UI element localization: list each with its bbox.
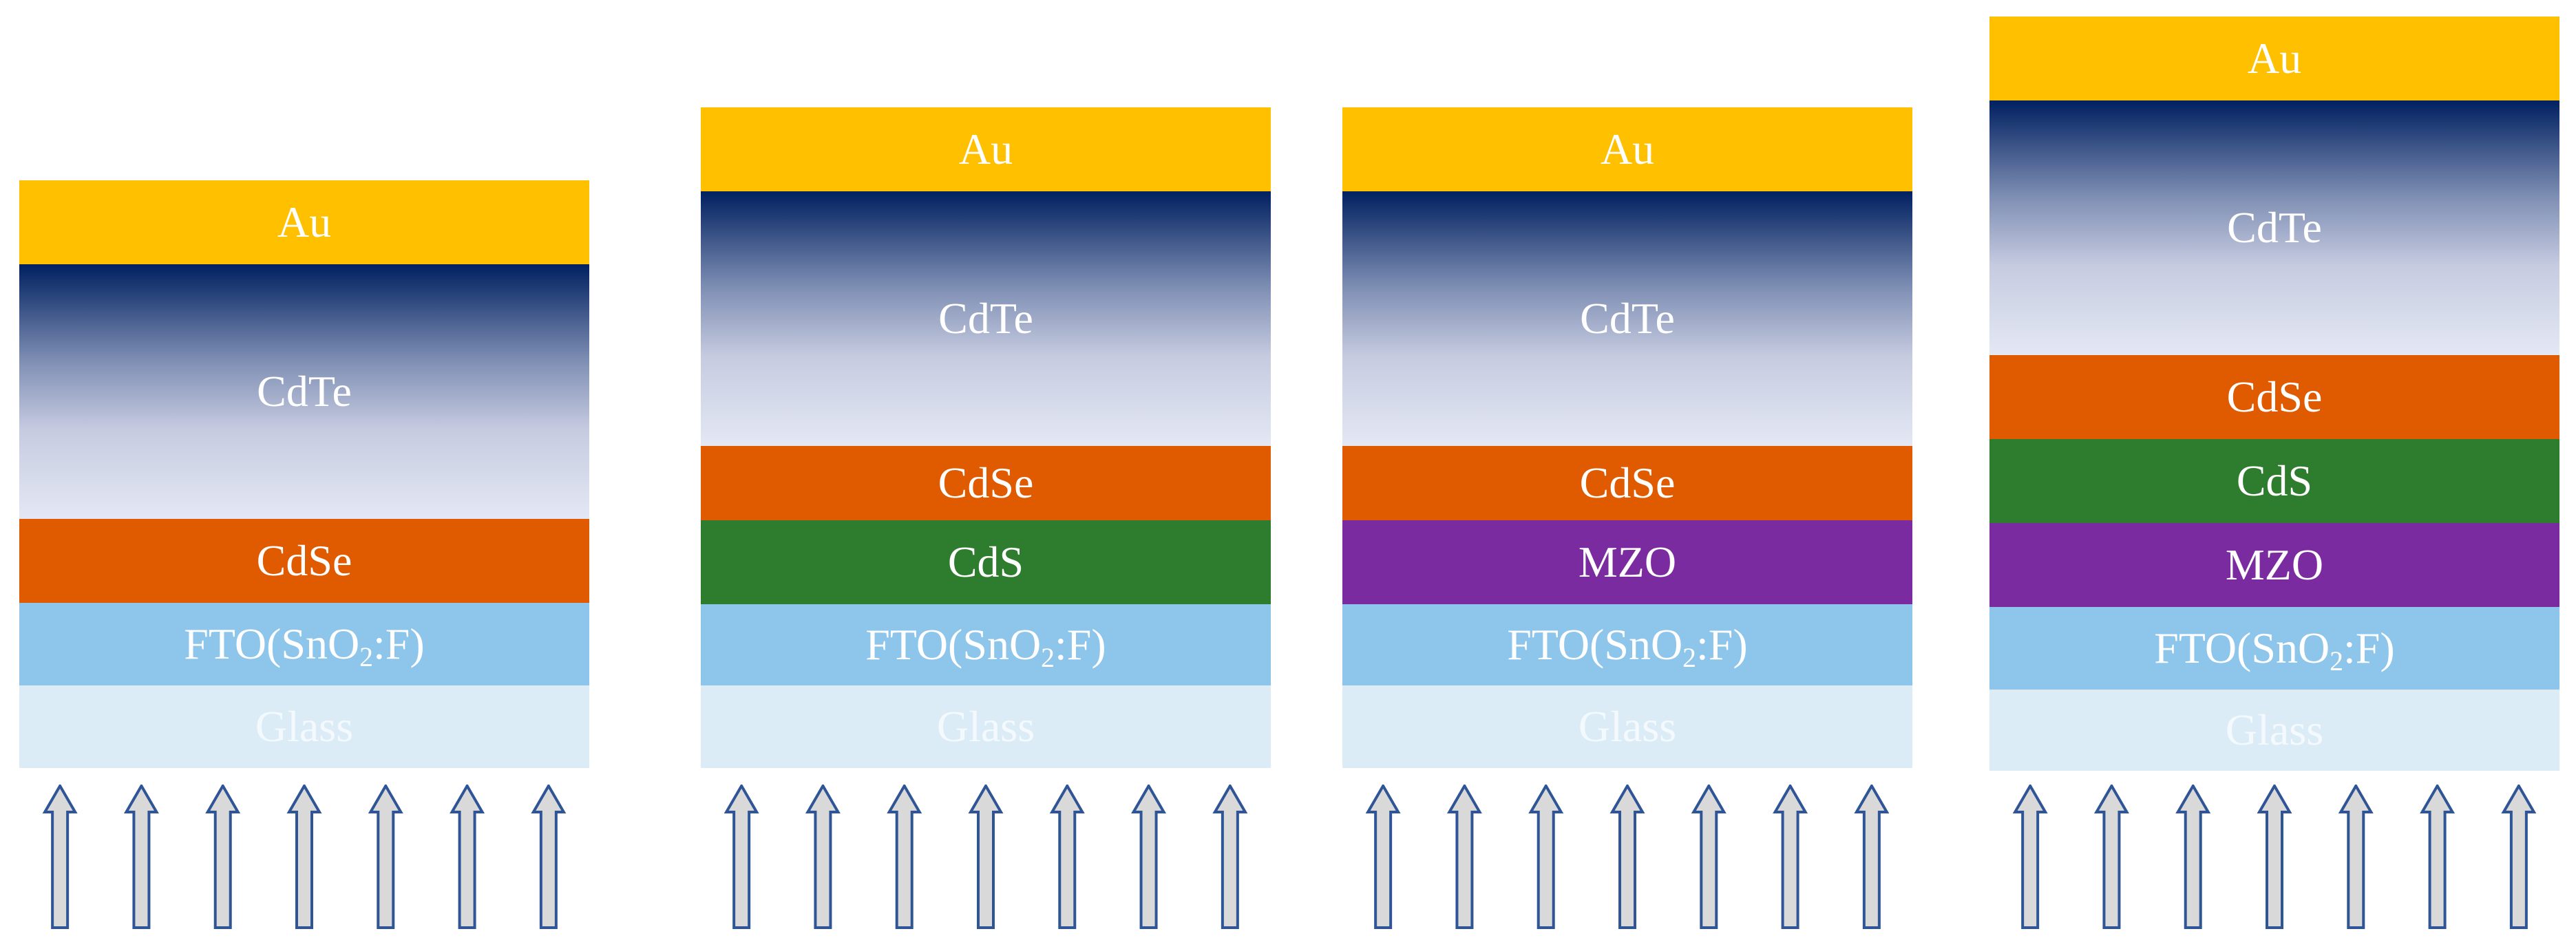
light-arrow-icon: [968, 785, 1004, 929]
layer-label: CdSe: [2226, 372, 2323, 421]
layer-label: CdS: [947, 537, 1024, 586]
light-arrow-icon: [286, 785, 322, 929]
layer-fto: FTO(SnO2:F): [1989, 607, 2559, 690]
layer-cdse: CdSe: [19, 519, 589, 603]
light-arrow-icon: [724, 785, 759, 929]
layer-cds: CdS: [701, 520, 1271, 604]
light-arrow-icon: [2338, 785, 2374, 929]
incident-light-arrows: [724, 785, 1248, 929]
light-arrow-icon: [1773, 785, 1808, 929]
light-arrow-icon: [368, 785, 403, 929]
layer-au: Au: [1989, 17, 2559, 100]
layer-fto: FTO(SnO2:F): [19, 603, 589, 685]
light-arrow-icon: [1212, 785, 1248, 929]
incident-light-arrows: [42, 785, 567, 929]
layer-cdte: CdTe: [701, 191, 1271, 446]
light-arrow-icon: [2175, 785, 2211, 929]
light-arrow-icon: [123, 785, 159, 929]
layer-mzo: MZO: [1989, 523, 2559, 607]
light-arrow-icon: [2012, 785, 2048, 929]
layer-label: FTO(SnO2:F): [2154, 623, 2395, 677]
layer-cdse: CdSe: [1342, 446, 1912, 520]
layer-label: MZO: [1578, 537, 1677, 586]
layer-cdse: CdSe: [701, 446, 1271, 520]
light-arrow-icon: [1365, 785, 1401, 929]
layer-au: Au: [19, 180, 589, 264]
layer-fto: FTO(SnO2:F): [1342, 604, 1912, 685]
layer-label: Au: [2247, 34, 2302, 83]
layer-cdse: CdSe: [1989, 355, 2559, 439]
layer-label: CdTe: [257, 367, 352, 416]
layer-label: Glass: [2225, 705, 2324, 754]
layer-label: Glass: [936, 702, 1035, 751]
layer-cdte: CdTe: [1989, 100, 2559, 355]
layer-cdte: CdTe: [1342, 191, 1912, 446]
light-arrow-icon: [1528, 785, 1564, 929]
layer-label: Au: [1600, 125, 1655, 173]
light-arrow-icon: [2501, 785, 2537, 929]
light-arrow-icon: [1691, 785, 1727, 929]
light-arrow-icon: [2257, 785, 2292, 929]
layer-label: Glass: [255, 702, 354, 751]
layer-glass: Glass: [1989, 690, 2559, 771]
layer-au: Au: [701, 107, 1271, 191]
layer-label: Glass: [1578, 702, 1677, 751]
layer-label: CdSe: [256, 536, 352, 585]
incident-light-arrows: [2012, 785, 2537, 929]
light-arrow-icon: [531, 785, 567, 929]
layer-label: CdSe: [938, 458, 1034, 507]
light-arrow-icon: [887, 785, 922, 929]
layer-cdte: CdTe: [19, 264, 589, 519]
layer-glass: Glass: [701, 685, 1271, 768]
light-arrow-icon: [42, 785, 78, 929]
light-arrow-icon: [2420, 785, 2456, 929]
layer-label: FTO(SnO2:F): [184, 619, 425, 673]
light-arrow-icon: [1854, 785, 1890, 929]
light-arrow-icon: [450, 785, 485, 929]
layer-label: CdTe: [2227, 203, 2322, 252]
light-arrow-icon: [1609, 785, 1645, 929]
layer-label: CdTe: [938, 294, 1033, 343]
light-arrow-icon: [1131, 785, 1167, 929]
layer-label: CdSe: [1579, 458, 1676, 507]
incident-light-arrows: [1365, 785, 1890, 929]
layer-glass: Glass: [1342, 685, 1912, 768]
layer-label: MZO: [2225, 540, 2324, 589]
layer-glass: Glass: [19, 685, 589, 768]
light-arrow-icon: [205, 785, 241, 929]
light-arrow-icon: [805, 785, 841, 929]
layer-label: FTO(SnO2:F): [1507, 620, 1748, 674]
layer-label: CdTe: [1580, 294, 1675, 343]
layer-au: Au: [1342, 107, 1912, 191]
light-arrow-icon: [2093, 785, 2129, 929]
light-arrow-icon: [1049, 785, 1085, 929]
layer-label: Au: [277, 198, 332, 246]
layer-cds: CdS: [1989, 439, 2559, 523]
layer-label: CdS: [2236, 456, 2313, 505]
light-arrow-icon: [1446, 785, 1482, 929]
layer-fto: FTO(SnO2:F): [701, 604, 1271, 685]
layer-mzo: MZO: [1342, 520, 1912, 604]
layer-label: FTO(SnO2:F): [865, 620, 1106, 674]
layer-label: Au: [958, 125, 1013, 173]
